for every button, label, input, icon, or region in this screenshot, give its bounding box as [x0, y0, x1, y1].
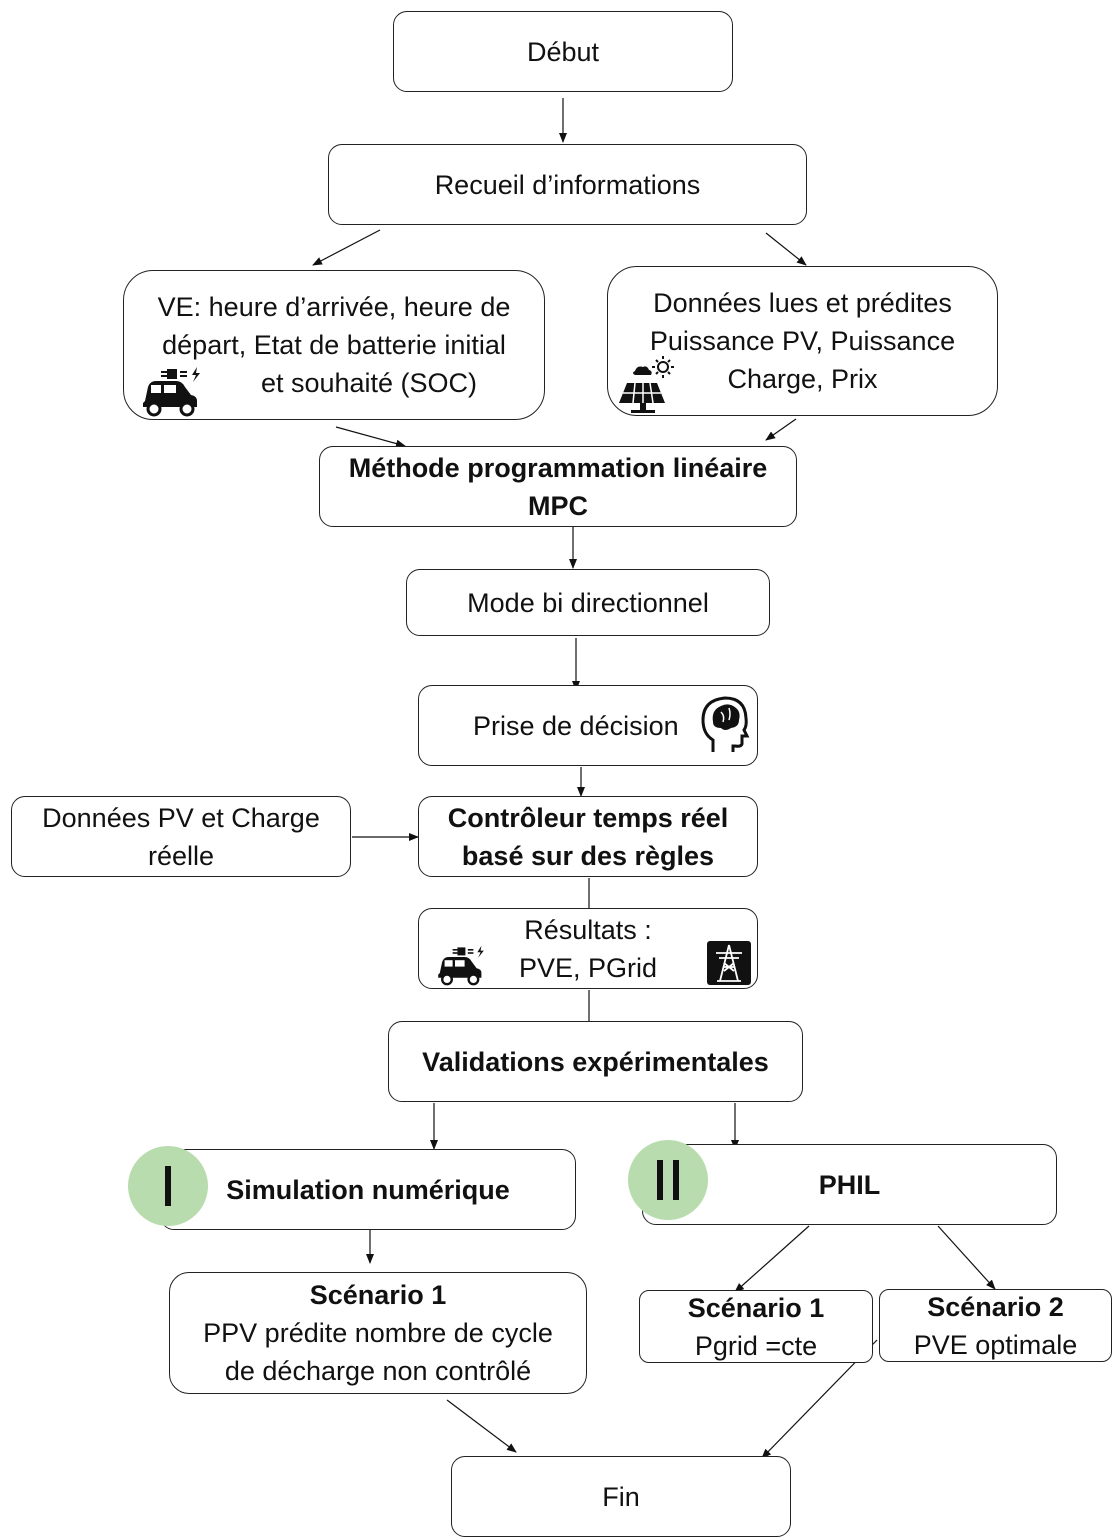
node-text: Résultats : — [524, 914, 652, 945]
node-phil: PHIL — [642, 1144, 1057, 1225]
node-donnees-pv: Données PV et Charge réelle — [11, 796, 351, 877]
node-title: Scénario 2 — [927, 1291, 1064, 1322]
node-text: Prise de décision — [473, 710, 679, 741]
node-text: Validations expérimentales — [422, 1046, 769, 1077]
marker-phil — [628, 1140, 708, 1220]
node-mode: Mode bi directionnel — [406, 569, 770, 636]
node-debut: Début — [393, 11, 733, 92]
node-fin: Fin — [451, 1456, 791, 1537]
node-text: réelle — [147, 840, 215, 871]
transmission-tower-icon — [707, 941, 751, 985]
node-text: PHIL — [818, 1169, 881, 1200]
node-text: Mode bi directionnel — [467, 587, 709, 618]
node-resultats: Résultats : PVE, PGrid — [418, 908, 758, 989]
node-scenario1-left: Scénario 1 PPV prédite nombre de cycle d… — [169, 1272, 587, 1394]
roman-numeral-bar — [673, 1160, 679, 1200]
arrow-phil-scenario2 — [937, 1225, 996, 1290]
node-validations: Validations expérimentales — [388, 1021, 803, 1102]
node-text: PVE optimale — [913, 1329, 1078, 1360]
arrow-scenario1-fin — [446, 1399, 517, 1453]
node-ve: VE: heure d’arrivée, heure de départ, Et… — [123, 270, 545, 420]
node-text: Pgrid =cte — [694, 1330, 818, 1361]
roman-numeral-bar — [165, 1166, 171, 1206]
node-text: Méthode programmation linéaire — [348, 452, 768, 483]
node-text: Charge, Prix — [727, 364, 878, 394]
node-text: PVE, PGrid — [518, 952, 658, 983]
brain-head-icon — [701, 696, 750, 752]
node-text: et souhaité (SOC) — [260, 368, 478, 398]
node-text: départ, Etat de batterie initial — [162, 330, 506, 360]
node-text: MPC — [528, 490, 588, 521]
node-text: Données lues et prédites — [653, 288, 952, 318]
node-title: Scénario 1 — [309, 1280, 447, 1310]
node-text: basé sur des règles — [461, 840, 715, 871]
arrow-recueil-donnees — [765, 232, 807, 266]
node-mpc: Méthode programmation linéaire MPC — [319, 446, 797, 527]
node-text: Fin — [602, 1481, 640, 1512]
node-text: Puissance PV, Puissance — [649, 326, 956, 356]
node-text: Recueil d’informations — [434, 169, 701, 200]
node-text: VE: heure d’arrivée, heure de — [157, 292, 511, 322]
solar-weather-icon — [619, 356, 674, 413]
ev-charging-icon — [438, 945, 484, 986]
arrow-ve-mpc — [335, 426, 406, 448]
ev-charging-icon — [143, 367, 200, 417]
node-controleur: Contrôleur temps réel basé sur des règle… — [418, 796, 758, 877]
node-text: Données PV et Charge — [42, 802, 320, 833]
arrow-recueil-ve — [312, 229, 381, 266]
node-text: de décharge non contrôlé — [224, 1356, 532, 1386]
roman-numeral-bar — [657, 1160, 663, 1200]
node-decision: Prise de décision — [418, 685, 758, 766]
node-scenario1-right: Scénario 1 Pgrid =cte — [639, 1290, 873, 1363]
arrow-donnees-mpc — [765, 418, 797, 441]
node-text: PPV prédite nombre de cycle — [203, 1318, 553, 1348]
node-scenario2: Scénario 2 PVE optimale — [879, 1289, 1112, 1362]
arrow-phil-scenario1 — [734, 1225, 810, 1293]
node-text: Simulation numérique — [226, 1174, 510, 1205]
node-text: Début — [526, 36, 600, 67]
node-title: Scénario 1 — [687, 1292, 825, 1323]
node-simulation: Simulation numérique — [160, 1149, 576, 1230]
node-text: Contrôleur temps réel — [447, 802, 729, 833]
node-recueil: Recueil d’informations — [328, 144, 807, 225]
marker-simulation — [128, 1146, 208, 1226]
node-donnees: Données lues et prédites Puissance PV, P… — [607, 266, 998, 416]
